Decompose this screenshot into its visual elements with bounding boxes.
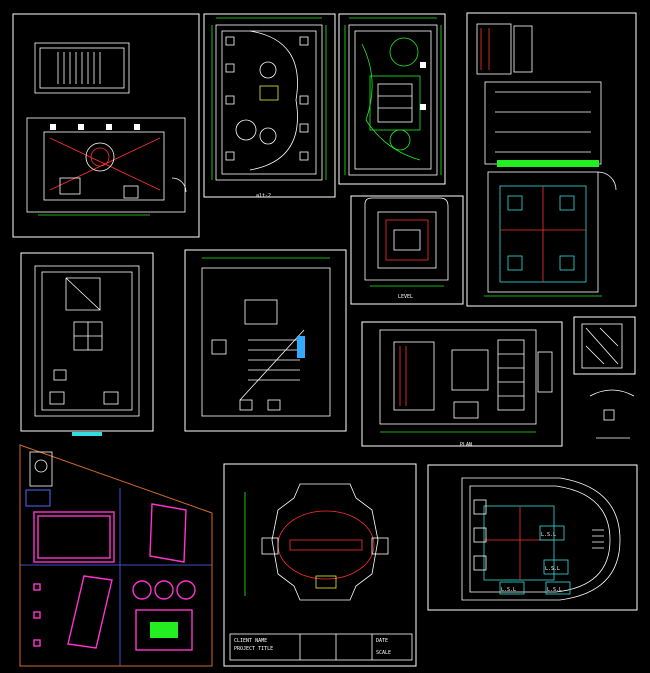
panel-ceiling-plan-dimensions	[338, 13, 446, 185]
plan2-title: alt-2	[256, 193, 271, 199]
room-tag-2: L.S.L	[545, 566, 560, 572]
title-block-name: CLIENT NAME	[234, 638, 267, 644]
panel-right-tall-plan	[466, 12, 637, 307]
panel-electrical-plan: L.S.L L.S.L L.S.L L.S.L	[427, 464, 638, 611]
room-tag-4: L.S.L	[547, 587, 562, 593]
panel-small-detail	[573, 316, 636, 439]
panel-bottom-center-plan: CLIENT NAME PROJECT TITLE DATE SCALE	[223, 463, 417, 667]
panel-entrance-plan	[12, 13, 200, 238]
panel-ceiling-plan-alt2: alt-2	[203, 13, 336, 199]
panel-center-right-plan: PLAN	[361, 321, 563, 448]
plan10-title: PLAN	[460, 442, 472, 448]
title-block-scale: SCALE	[376, 650, 391, 656]
title-block-date: DATE	[376, 638, 388, 644]
panel-magenta-ceiling	[19, 444, 213, 667]
panel-level-plan: LEVEL	[350, 195, 464, 305]
title-block-project: PROJECT TITLE	[234, 646, 273, 652]
plan5-title: LEVEL	[398, 294, 413, 300]
room-tag-1: L.S.L	[541, 532, 556, 538]
panel-staircase-plan	[184, 249, 347, 432]
panel-left-middle-plan	[20, 252, 154, 436]
room-tag-3: L.S.L	[501, 587, 516, 593]
